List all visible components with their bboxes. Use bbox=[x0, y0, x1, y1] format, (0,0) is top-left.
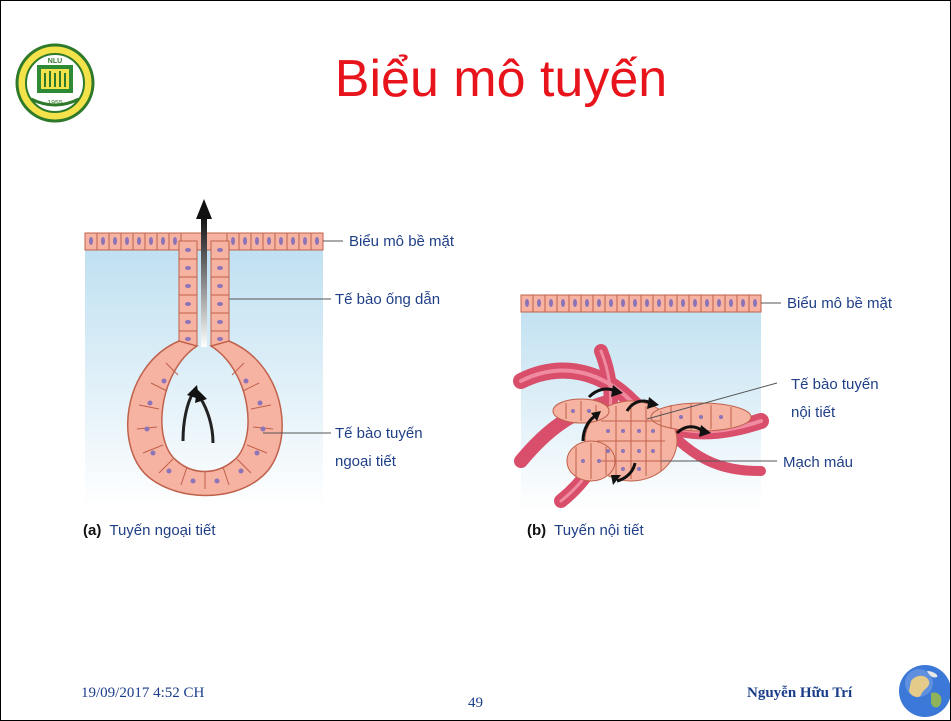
caption-a-letter: (a) bbox=[83, 522, 101, 539]
label-blood-vessel: Mạch máu bbox=[783, 453, 853, 472]
label-endocrine-cells-line1: Tế bào tuyến bbox=[791, 375, 879, 394]
label-exocrine-cells-line1: Tế bào tuyến bbox=[335, 424, 423, 443]
label-exocrine-cells-line2: ngoại tiết bbox=[335, 452, 396, 471]
endocrine-gland-diagram bbox=[521, 295, 781, 511]
globe-icon bbox=[897, 663, 951, 719]
footer-author: Nguyễn Hữu Trí bbox=[747, 685, 852, 702]
label-surface-epithelium-a: Biểu mô bề mặt bbox=[349, 232, 454, 251]
caption-a-text: Tuyến ngoại tiết bbox=[109, 522, 215, 539]
label-endocrine-cells-line2: nội tiết bbox=[791, 403, 835, 422]
caption-b: (b) Tuyến nội tiết bbox=[527, 521, 644, 540]
page-number: 49 bbox=[468, 695, 483, 712]
caption-b-letter: (b) bbox=[527, 522, 546, 539]
label-duct-cells: Tế bào ống dẫn bbox=[335, 290, 440, 309]
caption-a: (a) Tuyến ngoại tiết bbox=[83, 521, 216, 540]
footer-date: 19/09/2017 4:52 CH bbox=[81, 685, 204, 702]
caption-b-text: Tuyến nội tiết bbox=[554, 522, 644, 539]
exocrine-gland-diagram bbox=[85, 199, 343, 509]
label-surface-epithelium-b: Biểu mô bề mặt bbox=[787, 294, 892, 313]
duct-wall-left bbox=[179, 241, 197, 346]
duct-wall-right bbox=[211, 241, 229, 346]
